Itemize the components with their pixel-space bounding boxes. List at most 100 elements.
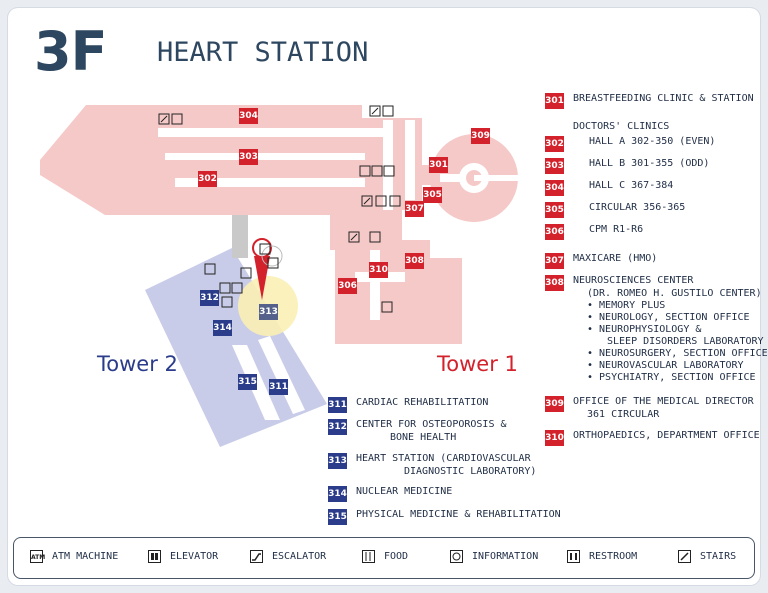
tower1-label: Tower 1	[437, 352, 518, 376]
floor-label: 3F	[34, 20, 107, 83]
stairs-icon	[678, 550, 691, 563]
key-escalator: ESCALATOR	[250, 550, 326, 563]
legend-bullet: • NEUROLOGY, SECTION OFFICE	[587, 312, 750, 323]
restroom-icon	[567, 550, 580, 563]
legend-bullet: • NEUROVASCULAR LABORATORY	[587, 360, 744, 371]
key-label-food: FOOD	[384, 551, 409, 562]
legend-item-310: 310 ORTHOPAEDICS, DEPARTMENT OFFICE	[545, 430, 760, 446]
atm-icon: ATM	[30, 550, 45, 563]
key-label-information: INFORMATION	[472, 551, 539, 562]
legend-item-309: 309 OFFICE OF THE MEDICAL DIRECTOR	[545, 396, 754, 412]
legend-bullet: SLEEP DISORDERS LABORATORY	[607, 336, 764, 347]
legend-item-304: 304 HALL C 367-384	[545, 180, 673, 196]
room-308[interactable]: 308	[405, 253, 424, 269]
legend-label-315: PHYSICAL MEDICINE & REHABILITATION	[356, 509, 561, 520]
legend-label-311: CARDIAC REHABILITATION	[356, 397, 489, 408]
legend-code-309: 309	[545, 396, 564, 412]
room-311[interactable]: 311	[269, 379, 288, 395]
room-306[interactable]: 306	[338, 278, 357, 294]
legend-label-310: ORTHOPAEDICS, DEPARTMENT OFFICE	[573, 430, 760, 441]
legend-bullet: • NEUROPHYSIOLOGY &	[587, 324, 702, 335]
restroom-icon	[204, 263, 393, 313]
legend-code-308: 308	[545, 275, 564, 291]
legend-bullet: • NEUROSURGERY, SECTION OFFICE	[587, 348, 768, 359]
legend-code-303: 303	[545, 158, 564, 174]
elevator-icon	[171, 105, 401, 294]
legend-label-308: NEUROSCIENCES CENTER	[573, 275, 694, 286]
amenity-key: ATM ATM MACHINE ELEVATOR ESCALATOR FOOD …	[13, 537, 755, 579]
tower1-block	[335, 240, 462, 344]
legend-item-302: 302 HALL A 302-350 (EVEN)	[545, 136, 715, 152]
food-icon	[369, 231, 381, 243]
legend-label-314: NUCLEAR MEDICINE	[356, 486, 453, 497]
legend-item-307: 307 MAXICARE (HMO)	[545, 253, 657, 269]
legend-code-304: 304	[545, 180, 564, 196]
corridor-mid	[165, 153, 365, 160]
legend-code-307: 307	[545, 253, 564, 269]
legend-code-313: 313	[328, 453, 347, 469]
room-307[interactable]: 307	[405, 201, 424, 217]
room-304[interactable]: 304	[239, 108, 258, 124]
room-305[interactable]: 305	[423, 187, 442, 203]
room-301[interactable]: 301	[429, 157, 448, 173]
legend-sub-313: DIAGNOSTIC LABORATORY)	[404, 466, 537, 477]
key-label-atm: ATM MACHINE	[52, 551, 119, 562]
legend-label-302: HALL A 302-350 (EVEN)	[589, 136, 716, 147]
legend-label-304: HALL C 367-384	[589, 180, 674, 191]
legend-item-301: 301 BREASTFEEDING CLINIC & STATION	[545, 93, 754, 109]
legend-item-305: 305 CIRCULAR 356-365	[545, 202, 685, 218]
legend-label-306: CPM R1-R6	[589, 224, 644, 235]
legend-label-309: OFFICE OF THE MEDICAL DIRECTOR	[573, 396, 754, 407]
location-marker	[261, 245, 283, 267]
corridor-low	[175, 178, 365, 187]
corridor-right-v2	[405, 120, 415, 200]
legend-code-305: 305	[545, 202, 564, 218]
key-label-elevator: ELEVATOR	[170, 551, 219, 562]
information-icon	[221, 195, 387, 308]
corridor-t1v	[370, 250, 380, 320]
corridor-top	[158, 128, 388, 137]
legend-label-313: HEART STATION (CARDIOVASCULAR	[356, 453, 531, 464]
room-314[interactable]: 314	[213, 320, 232, 336]
legend-code-306: 306	[545, 224, 564, 240]
legend-code-311: 311	[328, 397, 347, 413]
page-title: HEART STATION	[157, 37, 369, 68]
key-information: INFORMATION	[450, 550, 538, 563]
room-303[interactable]: 303	[239, 149, 258, 165]
room-312[interactable]: 312	[200, 290, 219, 306]
legend-label-301: BREASTFEEDING CLINIC & STATION	[573, 93, 754, 104]
legend-code-310: 310	[545, 430, 564, 446]
key-label-escalator: ESCALATOR	[272, 551, 327, 562]
legend-code-312: 312	[328, 419, 347, 435]
legend-item-303: 303 HALL B 301-355 (ODD)	[545, 158, 709, 174]
key-label-restroom: RESTROOM	[589, 551, 638, 562]
tower2-walkway2	[258, 336, 305, 414]
legend-code-315: 315	[328, 509, 347, 525]
stairs-icon	[158, 105, 381, 207]
key-stairs: STAIRS	[678, 550, 736, 563]
key-food: FOOD	[362, 550, 408, 563]
key-restroom: RESTROOM	[567, 550, 637, 563]
legend-label-303: HALL B 301-355 (ODD)	[589, 158, 710, 169]
legend-item-306: 306 CPM R1-R6	[545, 224, 643, 240]
room-315[interactable]: 315	[238, 374, 257, 390]
key-atm: ATM ATM MACHINE	[30, 550, 118, 563]
legend-code-314: 314	[328, 486, 347, 502]
corridor-right-v	[383, 120, 393, 210]
information-icon	[450, 550, 463, 563]
legend-item-314: 314 NUCLEAR MEDICINE	[328, 486, 452, 502]
legend-sub-309: 361 CIRCULAR	[587, 409, 660, 420]
legend-item-313: 313 HEART STATION (CARDIOVASCULAR	[328, 453, 531, 469]
legend-bullet: • MEMORY PLUS	[587, 300, 666, 311]
room-310[interactable]: 310	[369, 262, 388, 278]
legend-code-301: 301	[545, 93, 564, 109]
elevator-icon	[148, 550, 161, 563]
room-302[interactable]: 302	[198, 171, 217, 187]
main-building	[40, 105, 422, 250]
legend-sub-312: BONE HEALTH	[390, 432, 457, 443]
corridor-circ	[440, 174, 464, 182]
room-309[interactable]: 309	[471, 128, 490, 144]
room-313[interactable]: 313	[259, 304, 278, 320]
key-label-stairs: STAIRS	[700, 551, 737, 562]
legend-label-312: CENTER FOR OSTEOPOROSIS &	[356, 419, 507, 430]
